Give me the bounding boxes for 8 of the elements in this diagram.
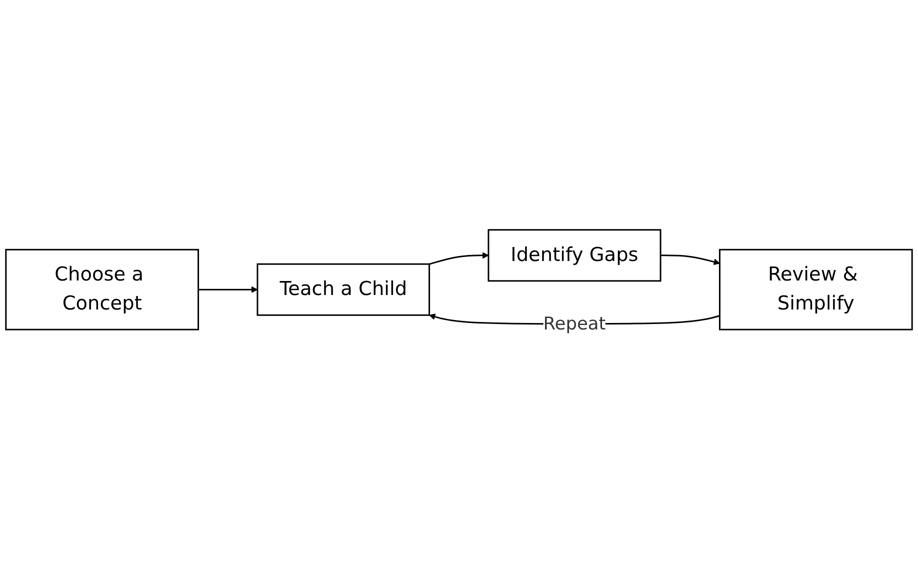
node-box: Identify Gaps xyxy=(488,229,662,282)
node-box: Review & Simplify xyxy=(718,248,913,330)
edge-label: Repeat xyxy=(543,313,606,334)
arrow xyxy=(429,252,489,265)
node-box: Choose a Concept xyxy=(5,248,200,330)
node-box: Teach a Child xyxy=(256,263,430,316)
arrow xyxy=(660,254,720,266)
arrow xyxy=(198,286,258,293)
